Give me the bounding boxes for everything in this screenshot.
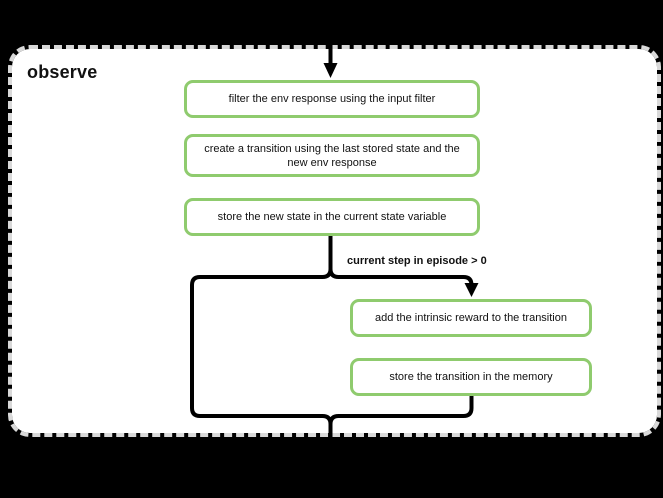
node-store-new-state: store the new state in the current state… xyxy=(184,198,480,236)
group-title: observe xyxy=(27,62,98,82)
node-label: store the new state in the current state… xyxy=(217,211,447,223)
node-label: store the transition in the memory xyxy=(389,371,553,383)
branch-condition-label: current step in episode > 0 xyxy=(347,255,487,267)
node-create-transition: create a transition using the last store… xyxy=(184,134,480,177)
node-add-intrinsic-reward: add the intrinsic reward to the transiti… xyxy=(350,299,592,337)
node-label: filter the env response using the input … xyxy=(228,93,436,105)
node-store-transition: store the transition in the memory xyxy=(350,358,592,396)
node-label: add the intrinsic reward to the transiti… xyxy=(375,312,567,324)
node-filter-env-response: filter the env response using the input … xyxy=(184,80,480,118)
node-label: create a transition using the last store… xyxy=(204,142,460,169)
